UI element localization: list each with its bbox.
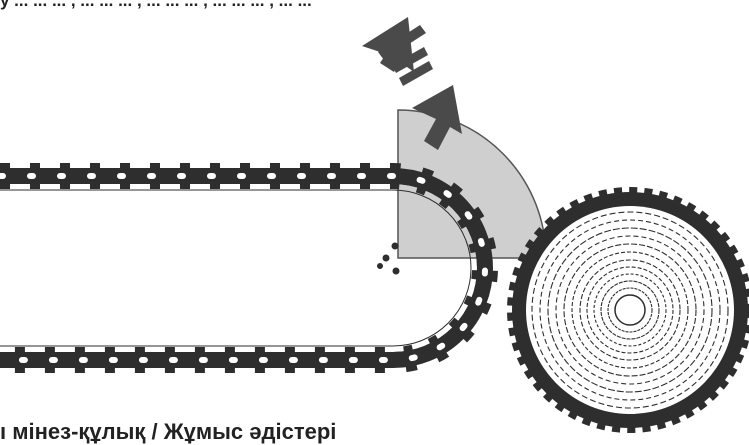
kickback-diagram [0,17,749,433]
chips [377,242,400,275]
top-caption-cut: у ... ... ... , ... ... ... , ... ... ..… [0,0,312,10]
kickback-arrow-icon [362,17,462,150]
guide-bar-inner [0,189,472,347]
log-icon [507,187,749,433]
chain-icon [0,163,498,373]
bottom-caption-cut: ı мінез-құлық / Жұмыс әдістері [0,419,337,444]
